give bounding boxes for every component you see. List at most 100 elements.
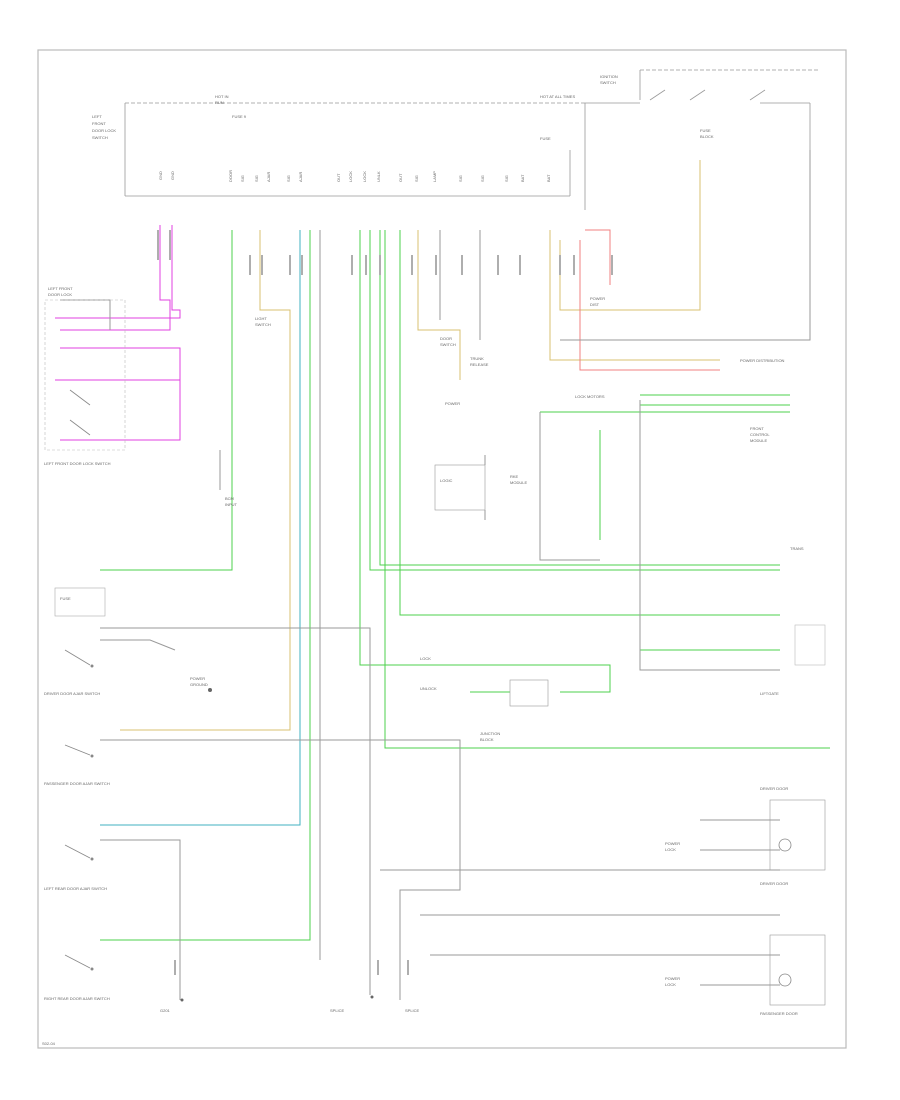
- wire-tan: [120, 160, 720, 731]
- svg-text:LAMP: LAMP: [432, 171, 437, 182]
- svg-text:LEFT: LEFT: [92, 114, 102, 119]
- splice-box-left: FUSE: [54, 587, 106, 617]
- svg-text:SIG: SIG: [414, 175, 419, 182]
- svg-text:LEFT FRONT DOOR LOCK SWITCH: LEFT FRONT DOOR LOCK SWITCH: [44, 461, 111, 466]
- svg-text:TRUNK: TRUNK: [470, 356, 484, 361]
- svg-text:POWER: POWER: [445, 401, 460, 406]
- bottom-ground-labels: G201 SPLICE SPLICE: [160, 995, 420, 1013]
- svg-text:DOOR LOCK: DOOR LOCK: [92, 128, 116, 133]
- svg-text:SIG: SIG: [254, 175, 259, 182]
- wire-pink: [579, 229, 720, 371]
- svg-text:LOCK: LOCK: [348, 171, 353, 182]
- svg-text:DOOR: DOOR: [440, 336, 452, 341]
- svg-text:BAT: BAT: [520, 174, 525, 182]
- svg-text:TRANS: TRANS: [790, 546, 804, 551]
- svg-text:POWER: POWER: [190, 676, 205, 681]
- svg-text:HOT IN: HOT IN: [215, 94, 229, 99]
- mid-labels: LIGHT SWITCH DOOR SWITCH TRUNK RELEASE P…: [225, 296, 605, 691]
- svg-text:SIG: SIG: [480, 175, 485, 182]
- svg-text:LEFT FRONT: LEFT FRONT: [48, 286, 73, 291]
- svg-text:GND: GND: [170, 171, 175, 180]
- svg-text:LIFTGATE: LIFTGATE: [760, 691, 779, 696]
- svg-text:CONTROL: CONTROL: [750, 432, 770, 437]
- remote-keyless-module: LOGIC RKE MODULE: [434, 455, 527, 520]
- svg-text:SWITCH: SWITCH: [440, 342, 456, 347]
- svg-text:G201: G201: [160, 1008, 171, 1013]
- svg-text:SIG: SIG: [504, 175, 509, 182]
- svg-text:AJAR: AJAR: [266, 172, 271, 182]
- svg-text:POWER: POWER: [590, 296, 605, 301]
- svg-text:SIG: SIG: [286, 175, 291, 182]
- connector-marks: [157, 230, 613, 975]
- passenger-door-module: PASSENGER DOOR POWER LOCK: [665, 934, 826, 1016]
- wire-cyan: [100, 230, 301, 826]
- svg-text:POWER DISTRIBUTION: POWER DISTRIBUTION: [740, 358, 785, 363]
- svg-text:DOOR: DOOR: [228, 170, 233, 182]
- svg-text:PASSENGER DOOR AJAR SWITCH: PASSENGER DOOR AJAR SWITCH: [44, 781, 110, 786]
- svg-text:RELEASE: RELEASE: [470, 362, 489, 367]
- footer-code: S02-04: [42, 1041, 56, 1046]
- svg-text:RKE: RKE: [510, 474, 519, 479]
- svg-text:OUT: OUT: [336, 173, 341, 182]
- svg-text:SWITCH: SWITCH: [255, 322, 271, 327]
- svg-text:GND: GND: [158, 171, 163, 180]
- svg-text:BCM: BCM: [225, 496, 234, 501]
- svg-text:FUSE: FUSE: [60, 596, 71, 601]
- svg-text:LOCK: LOCK: [665, 847, 676, 852]
- svg-text:LOGIC: LOGIC: [440, 478, 453, 483]
- svg-text:INPUT: INPUT: [225, 502, 238, 507]
- left-front-door-lock-switch: LEFT FRONT DOOR LOCK LEFT FRONT DOOR LOC…: [44, 286, 126, 466]
- svg-text:DOOR LOCK: DOOR LOCK: [48, 292, 72, 297]
- svg-text:MODULE: MODULE: [750, 438, 767, 443]
- svg-text:SWITCH: SWITCH: [92, 135, 108, 140]
- power-ground: POWER GROUND: [190, 676, 212, 692]
- left-rear-door-ajar-switch: LEFT REAR DOOR AJAR SWITCH: [44, 844, 107, 891]
- passenger-door-ajar-switch: PASSENGER DOOR AJAR SWITCH: [44, 744, 110, 786]
- svg-text:BLOCK: BLOCK: [700, 134, 714, 139]
- svg-text:UNLK: UNLK: [376, 171, 381, 182]
- svg-text:SPLICE: SPLICE: [405, 1008, 420, 1013]
- svg-text:IGNITION: IGNITION: [600, 74, 618, 79]
- svg-text:POWER: POWER: [665, 841, 680, 846]
- svg-text:POWER: POWER: [665, 976, 680, 981]
- wire-magenta: [55, 225, 181, 441]
- svg-text:DRIVER DOOR: DRIVER DOOR: [760, 881, 788, 886]
- driver-door-module: DRIVER DOOR DRIVER DOOR POWER LOCK: [665, 786, 826, 886]
- svg-text:RIGHT REAR DOOR AJAR SWITCH: RIGHT REAR DOOR AJAR SWITCH: [44, 996, 110, 1001]
- svg-text:FRONT: FRONT: [750, 426, 764, 431]
- svg-text:RUN: RUN: [215, 100, 224, 105]
- svg-text:FUSE 9: FUSE 9: [232, 114, 247, 119]
- svg-text:LOCK MOTORS: LOCK MOTORS: [575, 394, 605, 399]
- svg-text:FUSE: FUSE: [700, 128, 711, 133]
- svg-text:DRIVER DOOR: DRIVER DOOR: [760, 786, 788, 791]
- svg-text:LOCK: LOCK: [362, 171, 367, 182]
- svg-text:LIGHT: LIGHT: [255, 316, 267, 321]
- junction-block: JUNCTION BLOCK: [480, 679, 549, 742]
- svg-text:HOT AT ALL TIMES: HOT AT ALL TIMES: [540, 94, 575, 99]
- wire-gray: [60, 150, 811, 1000]
- svg-text:MODULE: MODULE: [510, 480, 527, 485]
- svg-text:LOCK: LOCK: [665, 982, 676, 987]
- svg-text:FUSE: FUSE: [540, 136, 551, 141]
- body-control-module: LEFT FRONT DOOR LOCK SWITCH HOT IN RUN F…: [92, 94, 585, 197]
- svg-text:SWITCH: SWITCH: [600, 80, 616, 85]
- driver-door-ajar-switch: DRIVER DOOR AJAR SWITCH: [44, 649, 100, 696]
- svg-text:SPLICE: SPLICE: [330, 1008, 345, 1013]
- svg-text:GROUND: GROUND: [190, 682, 208, 687]
- module-pin-labels: GND GND DOOR SIG SIG AJAR SIG AJAR OUT L…: [158, 170, 551, 182]
- svg-text:DIST: DIST: [590, 302, 600, 307]
- svg-text:AJAR: AJAR: [298, 172, 303, 182]
- svg-text:LOCK: LOCK: [420, 656, 431, 661]
- svg-text:SIG: SIG: [240, 175, 245, 182]
- right-side-modules: POWER DISTRIBUTION FRONT CONTROL MODULE …: [740, 358, 826, 696]
- diagram-border: [37, 49, 847, 1049]
- svg-text:BAT: BAT: [546, 174, 551, 182]
- wire-green: [100, 230, 830, 941]
- right-rear-door-ajar-switch: RIGHT REAR DOOR AJAR SWITCH: [44, 954, 110, 1001]
- svg-text:JUNCTION: JUNCTION: [480, 731, 500, 736]
- svg-text:PASSENGER DOOR: PASSENGER DOOR: [760, 1011, 798, 1016]
- svg-text:SIG: SIG: [458, 175, 463, 182]
- ignition-switch: IGNITION SWITCH FUSE BLOCK: [584, 69, 820, 210]
- svg-text:OUT: OUT: [398, 173, 403, 182]
